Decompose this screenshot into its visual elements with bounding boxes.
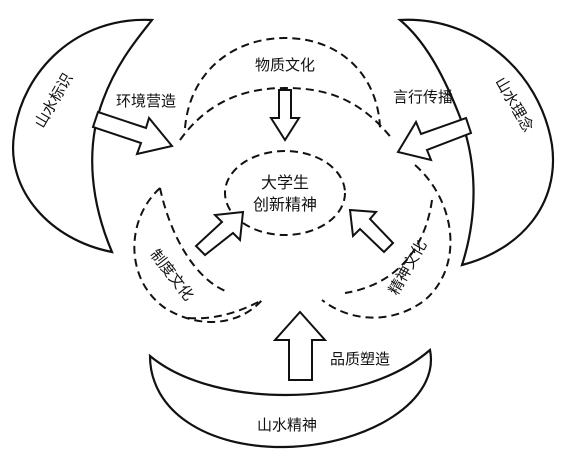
right-region-label: 精神文化	[385, 237, 431, 298]
bottom-crescent-label: 山水精神	[257, 416, 317, 434]
right-dashed-inner-arc	[344, 199, 433, 294]
left-dashed-inner-arc	[159, 187, 229, 293]
left-arrow-label: 环境营造	[116, 92, 176, 110]
bottom-arrow-label: 品质塑造	[330, 350, 390, 368]
arrow-top	[269, 89, 301, 142]
arrow-left	[91, 110, 174, 156]
center-label-line1: 大学生	[261, 173, 309, 192]
top-region-label: 物质文化	[255, 56, 315, 74]
right-crescent	[397, 18, 555, 267]
arrow-right	[396, 116, 473, 162]
bottom-crescent	[148, 347, 433, 449]
top-dashed-inner-arc	[179, 86, 394, 141]
center-label-line2: 创新精神	[253, 195, 317, 214]
arrow-lower-right	[348, 208, 395, 254]
left-region-label: 制度文化	[146, 246, 197, 304]
left-crescent	[11, 18, 155, 254]
left-dashed-region	[133, 187, 263, 323]
center-dashed-ellipse	[224, 150, 346, 236]
left-dashed-lower-arc	[187, 299, 263, 320]
arrow-lower-left	[194, 210, 245, 257]
arrow-bottom	[272, 310, 328, 381]
right-dashed-region	[321, 164, 452, 319]
right-arrow-label: 言行传播	[393, 88, 453, 106]
top-dashed-region	[184, 36, 381, 129]
